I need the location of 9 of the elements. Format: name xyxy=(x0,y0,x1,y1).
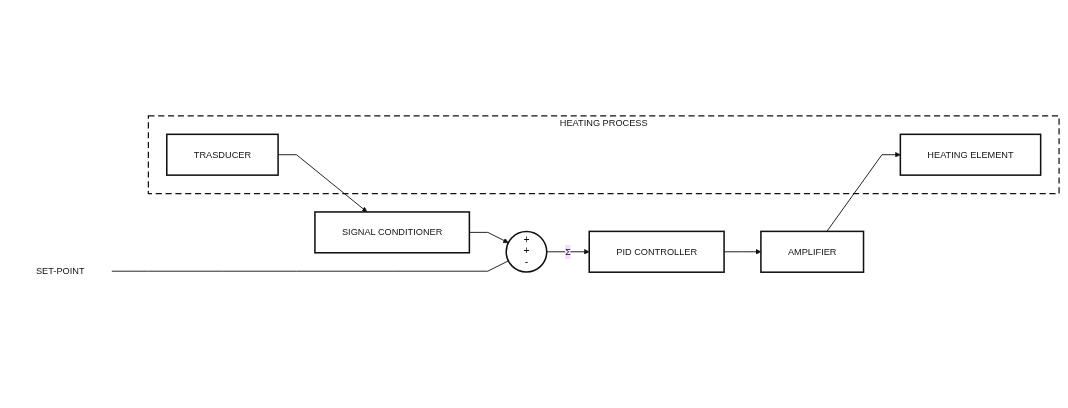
node-box: SIGNAL CONDITIONER xyxy=(314,211,471,254)
node-box: TRASDUCER xyxy=(166,133,279,177)
edge-label: Σ xyxy=(565,246,571,257)
node-box: HEATING ELEMENT xyxy=(899,133,1042,177)
node-circle: + + - xyxy=(505,231,548,274)
node-box: AMPLIFIER xyxy=(760,230,865,274)
connector xyxy=(111,260,509,272)
node-box: PID CONTROLLER xyxy=(588,230,725,274)
node-text: SET-POINT xyxy=(35,265,85,277)
